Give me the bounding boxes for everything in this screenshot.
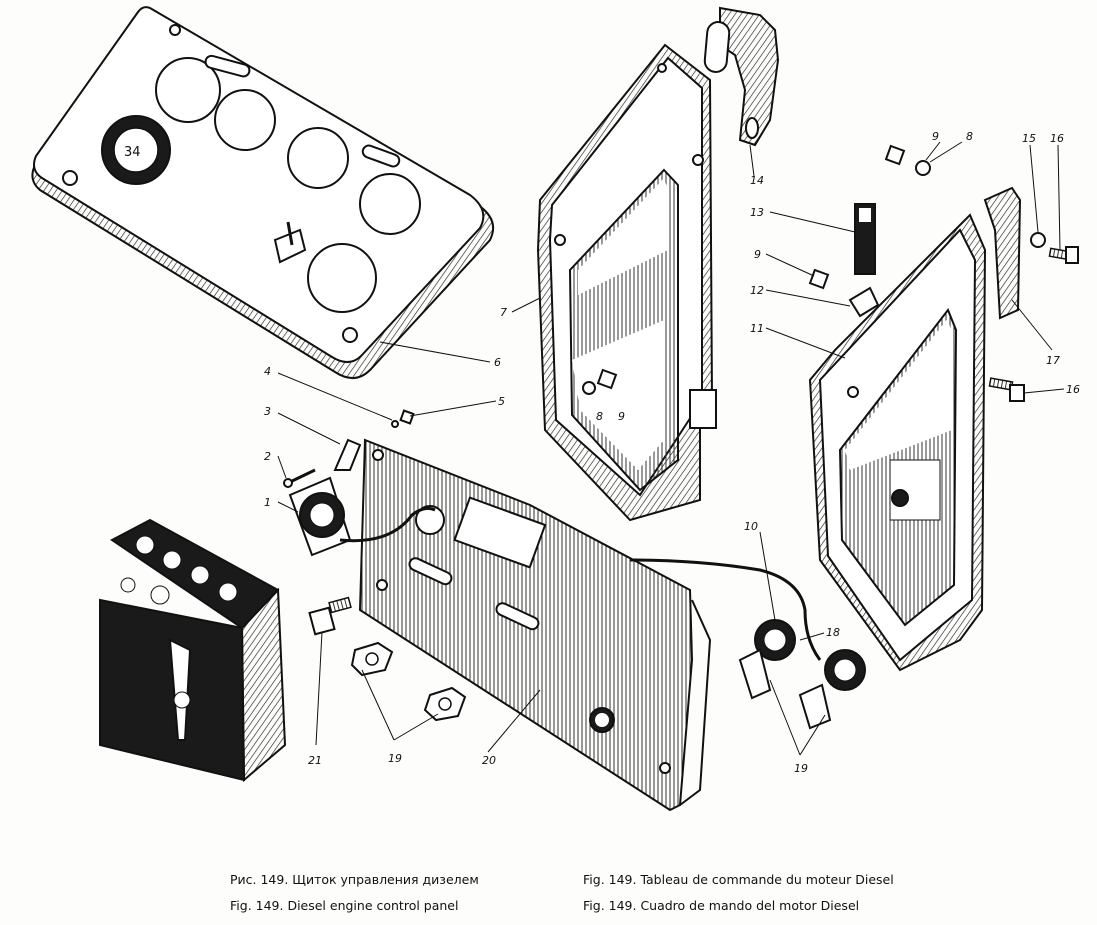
callout-13: 13 (750, 206, 764, 219)
callout-16-lower: 16 (1066, 383, 1080, 396)
callout-9-mid: 9 (754, 248, 761, 261)
switches-18 (738, 619, 866, 730)
bolt-16-lower (988, 377, 1025, 402)
callout-10: 10 (744, 520, 758, 533)
callout-20: 20 (482, 754, 496, 767)
callout-19-left: 19 (388, 752, 402, 765)
callout-14: 14 (750, 174, 764, 187)
clip-3 (333, 438, 362, 471)
assembled-control-panel (99, 518, 287, 783)
callout-5: 5 (498, 395, 505, 408)
callout-8-lower: 8 (596, 410, 603, 423)
callout-3: 3 (264, 405, 271, 418)
caption-russian: Рис. 149. Щиток управления дизелем (230, 872, 479, 887)
nuts-19-left (350, 641, 467, 722)
relay-unit (288, 476, 436, 557)
caption-english: Fig. 149. Diesel engine control panel (230, 898, 459, 913)
gauge-plate: 34 (31, 6, 494, 379)
nut-9-upper (884, 144, 906, 166)
left-bracket (536, 43, 717, 522)
callout-6: 6 (494, 356, 501, 369)
callout-11: 11 (750, 322, 764, 335)
bolt-21 (308, 596, 352, 636)
callout-2: 2 (264, 450, 271, 463)
right-bracket (808, 186, 1022, 672)
callout-21: 21 (308, 754, 322, 767)
cable-10 (629, 558, 822, 661)
callout-15: 15 (1022, 132, 1036, 145)
callout-9-upper: 9 (932, 130, 939, 143)
washer-8-lower (582, 381, 596, 395)
caption-spanish: Fig. 149. Cuadro de mando del motor Dies… (583, 898, 860, 913)
callout-9-lower: 9 (618, 410, 625, 423)
washer-4 (391, 420, 399, 428)
nut-9-lower (596, 368, 618, 390)
callout-18: 18 (826, 626, 840, 639)
caption-french: Fig. 149. Tableau de commande du moteur … (583, 872, 894, 887)
nut-5 (399, 409, 415, 425)
washer-8-upper (915, 160, 931, 176)
callout-19-right: 19 (794, 762, 808, 775)
callout-7: 7 (500, 306, 507, 319)
gauge-readout: 34 (124, 145, 141, 160)
main-panel (358, 438, 712, 812)
hook-bracket (703, 6, 780, 147)
leader-lines (277, 141, 1065, 756)
nut-9-mid (808, 268, 830, 290)
callout-16-upper: 16 (1050, 132, 1064, 145)
callout-labels: 1 2 3 4 5 6 7 8 9 9 8 14 13 9 12 11 15 1… (264, 130, 1080, 775)
spacer-13 (854, 203, 876, 275)
callout-1: 1 (264, 496, 271, 509)
washer-15 (1030, 232, 1046, 248)
clip-12 (848, 286, 880, 318)
callout-17: 17 (1046, 354, 1060, 367)
callout-12: 12 (750, 284, 764, 297)
callout-4: 4 (264, 365, 271, 378)
screw-2 (283, 468, 316, 488)
callout-8-upper: 8 (966, 130, 973, 143)
bolt-16-upper (1048, 246, 1079, 264)
